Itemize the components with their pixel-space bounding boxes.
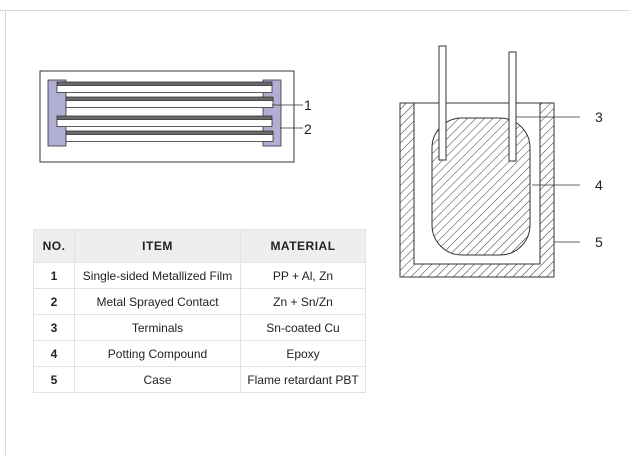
row-material: Epoxy [240, 340, 366, 367]
row-material: PP + Al, Zn [240, 262, 366, 289]
film-layer [56, 119, 273, 127]
film-metal-layer [65, 130, 274, 135]
callout-label-potting: 4 [595, 177, 603, 193]
film-layer [65, 100, 274, 108]
table-row: 3 Terminals Sn-coated Cu [33, 314, 366, 341]
callout-label-case: 5 [595, 234, 603, 250]
table-row: 5 Case Flame retardant PBT [33, 366, 366, 393]
frame-left-border [5, 10, 6, 455]
row-no: 3 [33, 314, 75, 341]
case-wall [399, 102, 555, 278]
film-layer [65, 134, 274, 142]
table-row: 4 Potting Compound Epoxy [33, 340, 366, 367]
row-item: Terminals [74, 314, 241, 341]
film-metal-layer [65, 96, 274, 101]
terminal-left [438, 45, 447, 161]
frame-top-border [0, 10, 630, 11]
film-metal-layer [56, 115, 273, 120]
film-layers [56, 81, 274, 142]
terminal-lead-left [438, 45, 447, 161]
row-item: Single-sided Metallized Film [74, 262, 241, 289]
terminal-lead-right [508, 51, 517, 162]
table-header-row: NO. ITEM MATERIAL [33, 229, 366, 263]
row-no: 2 [33, 288, 75, 315]
callout-label-terminals: 3 [595, 109, 603, 125]
materials-table: NO. ITEM MATERIAL 1 Single-sided Metalli… [33, 229, 366, 393]
callout-label-film: 1 [304, 97, 312, 113]
film-winding-cross-section: 1 2 [39, 70, 312, 163]
row-no: 1 [33, 262, 75, 289]
table-row: 1 Single-sided Metallized Film PP + Al, … [33, 262, 366, 289]
row-item: Potting Compound [74, 340, 241, 367]
callout-label-contact: 2 [304, 121, 312, 137]
table-row: 2 Metal Sprayed Contact Zn + Sn/Zn [33, 288, 366, 315]
row-no: 5 [33, 366, 75, 393]
row-no: 4 [33, 340, 75, 367]
capacitor-case-cross-section: 3 4 5 [399, 45, 603, 278]
film-layer [56, 85, 273, 93]
capacitor-element [431, 117, 531, 256]
row-item: Metal Sprayed Contact [74, 288, 241, 315]
row-material: Flame retardant PBT [240, 366, 366, 393]
sprayed-contact-left [47, 79, 67, 147]
row-material: Sn-coated Cu [240, 314, 366, 341]
sprayed-contact-right [262, 79, 282, 147]
header-material: MATERIAL [240, 229, 366, 263]
film-metal-layer [56, 81, 273, 86]
row-item: Case [74, 366, 241, 393]
header-no: NO. [33, 229, 75, 263]
header-item: ITEM [74, 229, 241, 263]
terminal-right [508, 51, 517, 162]
row-material: Zn + Sn/Zn [240, 288, 366, 315]
